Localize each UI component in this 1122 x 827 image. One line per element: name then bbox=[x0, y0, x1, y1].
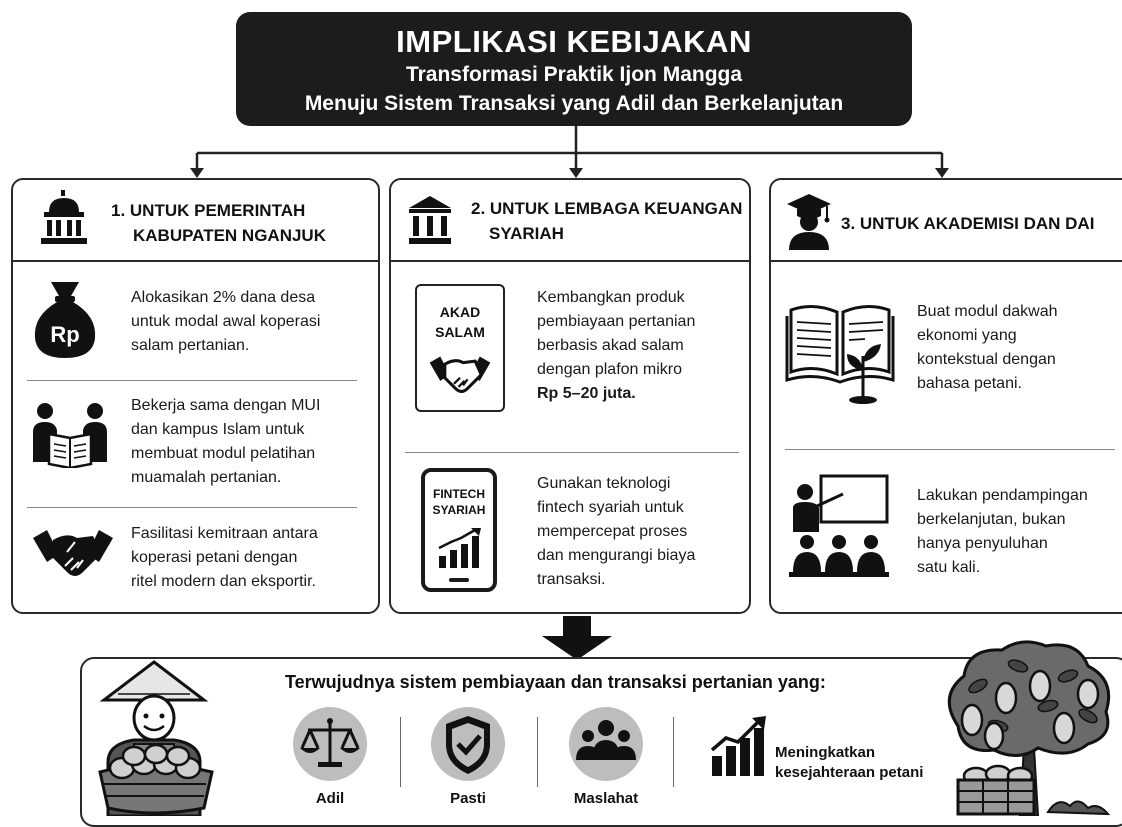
col1-item3-line1: Fasilitasi kemitraan antara bbox=[131, 525, 318, 542]
farmer-with-mango-basket-illustration bbox=[98, 660, 214, 816]
money-bag-label: Rp bbox=[50, 322, 79, 347]
column-2-title-line2: SYARIAH bbox=[489, 224, 564, 243]
scales-icon bbox=[293, 707, 367, 781]
col1-item3-line3: ritel modern dan eksportir. bbox=[131, 573, 316, 590]
col1-item2-line2: dan kampus Islam untuk bbox=[131, 421, 305, 438]
column-1-divider-2 bbox=[27, 507, 357, 508]
people-reading-icon bbox=[33, 403, 107, 468]
col2-item2-line2: fintech syariah untuk bbox=[537, 499, 684, 516]
column-1-title-line1: 1. UNTUK PEMERINTAH bbox=[111, 201, 306, 220]
col2-item1-line4: dengan plafon mikro bbox=[537, 361, 682, 378]
phone-home-bar bbox=[449, 578, 469, 582]
col3-item2-line1: Lakukan pendampingan bbox=[917, 487, 1088, 504]
salam-label: SALAM bbox=[435, 324, 485, 340]
akad-label: AKAD bbox=[439, 304, 481, 320]
col3-item1-line4: bahasa petani. bbox=[917, 375, 1022, 392]
column-2-header-separator bbox=[391, 260, 749, 262]
header-subtitle-2: Menuju Sistem Transaksi yang Adil dan Be… bbox=[304, 92, 844, 115]
col1-item2-line1: Bekerja sama dengan MUI bbox=[131, 397, 321, 414]
col2-item1-line2: pembiayaan pertanian bbox=[537, 313, 696, 330]
mango-tree-with-crate-illustration bbox=[947, 640, 1111, 816]
welfare-line2: kesejahteraan petani bbox=[775, 764, 924, 781]
value-maslahat-label: Maslahat bbox=[573, 790, 639, 807]
col1-item1-line1: Alokasikan 2% dana desa bbox=[131, 289, 316, 306]
fintech-phone-icon: FINTECH SYARIAH bbox=[421, 468, 497, 592]
column-1-divider-1 bbox=[27, 380, 357, 381]
column-islamic-finance: 2. UNTUK LEMBAGA KEUANGAN SYARIAH AKAD S… bbox=[389, 178, 751, 614]
outcome-separator-2 bbox=[537, 717, 538, 787]
col3-item1-line2: ekonomi yang bbox=[917, 327, 1017, 344]
col1-item1-line3: salam pertanian. bbox=[131, 337, 250, 354]
column-academics: 3. UNTUK AKADEMISI DAN DAI Buat modul da… bbox=[769, 178, 1122, 614]
column-government: 1. UNTUK PEMERINTAH KABUPATEN NGANJUK Rp… bbox=[11, 178, 380, 614]
column-2-title-line1: 2. UNTUK LEMBAGA KEUANGAN bbox=[471, 199, 743, 218]
col1-item1-line2: untuk modal awal koperasi bbox=[131, 313, 321, 330]
col3-item2-line2: berkelanjutan, bukan bbox=[917, 511, 1066, 528]
col1-item2-line4: muamalah pertanian. bbox=[131, 469, 282, 486]
col2-item1-line1: Kembangkan produk bbox=[537, 289, 685, 306]
akad-handshake-icon bbox=[429, 356, 491, 393]
col1-item2-line3: membuat modul pelatihan bbox=[131, 445, 316, 462]
value-adil-label: Adil bbox=[315, 790, 345, 807]
col2-item1-bold-line: Rp 5–20 juta. bbox=[537, 385, 636, 402]
policy-header-banner: IMPLIKASI KEBIJAKAN Transformasi Praktik… bbox=[236, 12, 912, 126]
col2-item2-line4: dan mengurangi biaya bbox=[537, 547, 696, 564]
col3-item1-line3: kontekstual dengan bbox=[917, 351, 1056, 368]
column-1-title-line2: KABUPATEN NGANJUK bbox=[133, 226, 326, 245]
col2-item2-line3: mempercepat proses bbox=[537, 523, 688, 540]
column-3-title: 3. UNTUK AKADEMISI DAN DAI bbox=[841, 214, 1095, 233]
header-subtitle-1: Transformasi Praktik Ijon Mangga bbox=[405, 63, 743, 86]
shield-check-icon bbox=[431, 707, 505, 781]
teacher-class-icon bbox=[789, 474, 889, 577]
growth-bars-icon bbox=[438, 528, 481, 568]
col3-item2-line4: satu kali. bbox=[917, 559, 981, 576]
government-building-icon bbox=[41, 190, 87, 244]
column-3-header-separator bbox=[771, 260, 1122, 262]
col2-item2-line5: transaksi. bbox=[537, 571, 606, 588]
open-book-plant-icon bbox=[785, 305, 895, 404]
fintech-label: FINTECH bbox=[433, 487, 485, 501]
money-bag-icon: Rp bbox=[34, 282, 96, 358]
graduate-icon bbox=[787, 194, 831, 250]
col3-item1-line1: Buat modul dakwah bbox=[917, 303, 1058, 320]
akad-salam-card-icon: AKAD SALAM bbox=[415, 284, 505, 412]
bank-building-icon bbox=[409, 196, 451, 244]
col1-item3-line2: koperasi petani dengan bbox=[131, 549, 298, 566]
col2-item2-line1: Gunakan teknologi bbox=[537, 475, 671, 492]
welfare-text: Meningkatkan kesejahteraan petani bbox=[775, 743, 923, 783]
down-arrow-icon bbox=[542, 616, 612, 660]
community-icon bbox=[569, 707, 643, 781]
column-1-header-separator bbox=[13, 260, 378, 262]
handshake-icon bbox=[33, 530, 113, 576]
column-3-divider-1 bbox=[785, 449, 1115, 450]
syariah-label: SYARIAH bbox=[432, 503, 486, 517]
col2-item1-line3: berbasis akad salam bbox=[537, 337, 684, 354]
outcome-title: Terwujudnya sistem pembiayaan dan transa… bbox=[285, 672, 826, 692]
value-pasti-label: Pasti bbox=[450, 790, 486, 807]
growth-chart-icon bbox=[710, 716, 766, 776]
outcome-separator-1 bbox=[400, 717, 401, 787]
header-title: IMPLIKASI KEBIJAKAN bbox=[396, 24, 752, 59]
welfare-line1: Meningkatkan bbox=[775, 744, 876, 761]
col3-item2-line3: hanya penyuluhan bbox=[917, 535, 1048, 552]
column-2-divider-1 bbox=[405, 452, 739, 453]
outcome-separator-3 bbox=[673, 717, 674, 787]
